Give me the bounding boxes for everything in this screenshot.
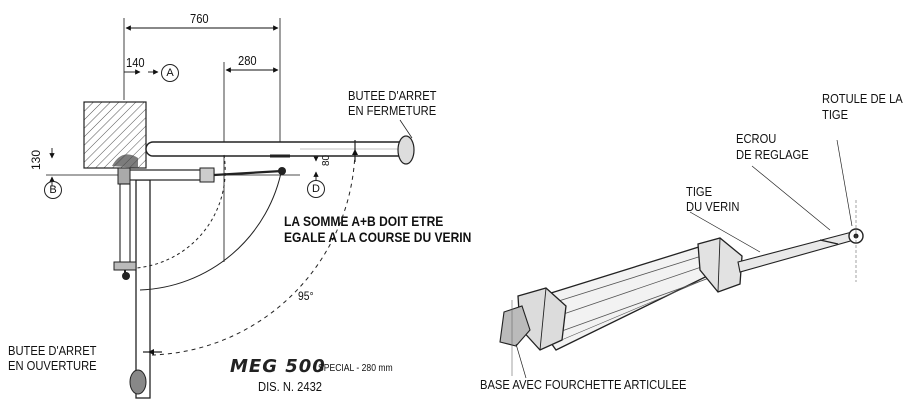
wall-pillar <box>83 101 147 169</box>
gate-leaf-closed <box>145 135 415 165</box>
ball-joint-label-line2: TIGE <box>822 107 849 122</box>
piston-rod-label-line1: TIGE <box>686 184 713 199</box>
dimension-130-label: 130 <box>29 149 43 170</box>
actuator-open <box>113 183 137 280</box>
model-label: SPECIAL - 280 mm <box>318 363 393 374</box>
base-fork-label: BASE AVEC FOURCHETTE ARTICULEE <box>480 377 687 392</box>
dimension-140-label: 140 <box>126 55 145 70</box>
actuator-closed <box>117 154 290 185</box>
note-line1: LA SOMME A+B DOIT ETRE <box>284 213 444 229</box>
dimension-760-label: 760 <box>190 11 209 26</box>
stop-closing-label-line1: BUTEE D'ARRET <box>348 88 437 103</box>
marker-d: D <box>307 180 325 198</box>
marker-a: A <box>161 64 179 82</box>
adjusting-nut-label-line2: DE REGLAGE <box>736 147 809 162</box>
dimension-80-label: 80 <box>321 154 332 166</box>
stop-opening-label-line1: BUTEE D'ARRET <box>8 343 97 358</box>
marker-b: B <box>44 181 62 199</box>
swing-arcs <box>135 140 358 356</box>
brand-logo: MEG 500 <box>230 356 326 377</box>
dimension-760 <box>123 18 281 150</box>
gate-leaf-open <box>129 179 151 399</box>
piston-rod-label-line2: DU VERIN <box>686 199 740 214</box>
swing-angle-label: 95° <box>298 289 314 303</box>
actuator-perspective <box>499 139 864 379</box>
stop-closing-label-line2: EN FERMETURE <box>348 103 437 118</box>
dimension-280 <box>223 62 279 262</box>
ball-joint-label-line1: ROTULE DE LA <box>822 91 903 106</box>
dimension-280-label: 280 <box>238 53 257 68</box>
drawing-number: DIS. N. 2432 <box>258 379 323 394</box>
leader-stop-closing <box>399 119 413 139</box>
adjusting-nut-label-line1: ECROU <box>736 131 777 146</box>
note-line2: EGALE A LA COURSE DU VERIN <box>284 229 472 245</box>
stop-opening-label-line2: EN OUVERTURE <box>8 358 97 373</box>
